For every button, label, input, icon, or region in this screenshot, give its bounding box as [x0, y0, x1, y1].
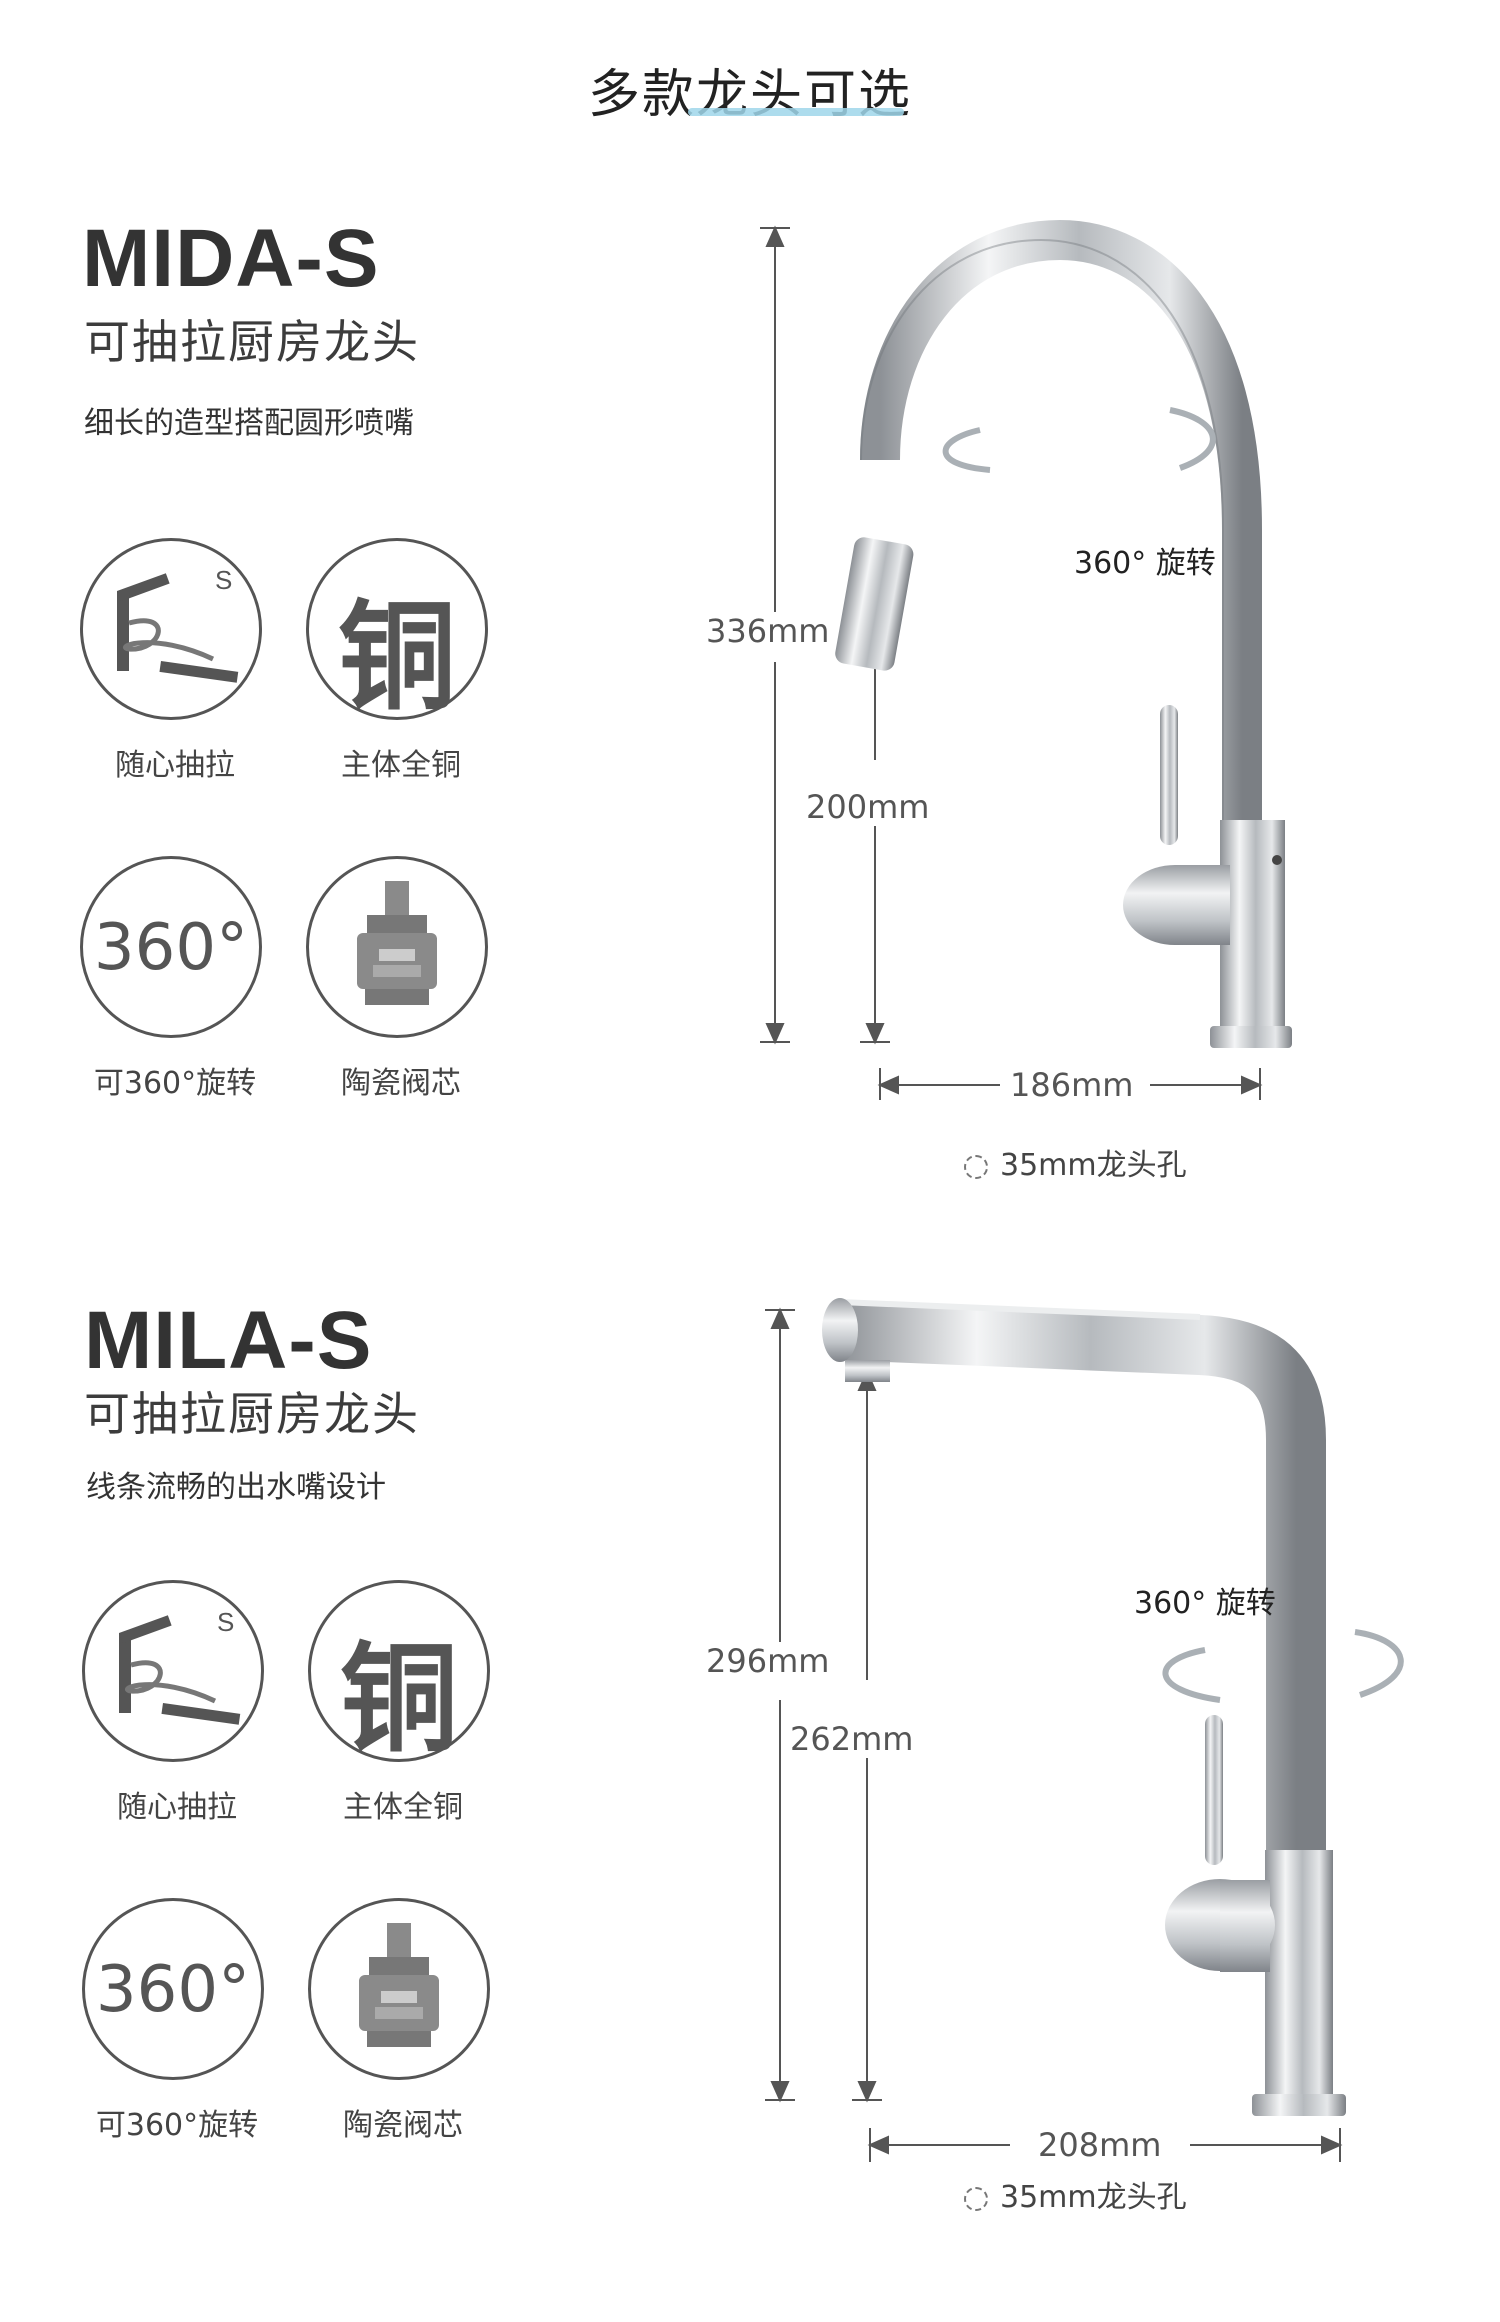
pull-out-faucet-icon: S [80, 538, 262, 720]
rotate-360-icon: 360° [80, 856, 262, 1038]
feature-label: 随心抽拉 [117, 1790, 237, 1825]
hole-icon [964, 2186, 988, 2211]
total-height-label: 336mm [700, 612, 836, 650]
rotation-label: 360° 旋转 [1074, 546, 1216, 581]
ceramic-valve-icon [308, 1898, 490, 2080]
feature-pull-out: S 随心抽拉 [82, 1580, 272, 1826]
feature-ceramic-valve: 陶瓷阀芯 [308, 1898, 498, 2144]
svg-text:S: S [217, 1607, 234, 1637]
reach-label: 186mm [1004, 1066, 1140, 1104]
feature-label: 陶瓷阀芯 [343, 2108, 463, 2143]
faucet-hole-label: 35mm龙头孔 [964, 1140, 1187, 1184]
rotate-360-icon: 360° [82, 1898, 264, 2080]
pull-out-faucet-icon: S [82, 1580, 264, 1762]
feature-label: 随心抽拉 [115, 748, 235, 783]
reach-label: 208mm [1032, 2126, 1168, 2164]
feature-copper: 铜 主体全铜 [308, 1580, 498, 1826]
feature-rotate: 360° 可360°旋转 [82, 1898, 272, 2144]
feature-rotate: 360° 可360°旋转 [80, 856, 270, 1102]
title-underline [688, 108, 904, 116]
feature-copper: 铜 主体全铜 [306, 538, 496, 784]
copper-icon: 铜 [308, 1580, 490, 1768]
ceramic-valve-icon [306, 856, 488, 1038]
total-height-label: 296mm [700, 1642, 836, 1680]
spout-height-label: 200mm [800, 788, 936, 826]
feature-label: 主体全铜 [343, 1790, 463, 1825]
product-description: 细长的造型搭配圆形喷嘴 [84, 406, 414, 441]
spout-height-label: 262mm [784, 1720, 920, 1758]
hole-icon [964, 1154, 988, 1179]
feature-pull-out: S 随心抽拉 [80, 538, 270, 784]
copper-icon: 铜 [306, 538, 488, 726]
product-subtitle: 可抽拉厨房龙头 [84, 1387, 420, 1441]
product-subtitle: 可抽拉厨房龙头 [84, 315, 420, 369]
faucet-hole-label: 35mm龙头孔 [964, 2172, 1187, 2216]
feature-ceramic-valve: 陶瓷阀芯 [306, 856, 496, 1102]
rotation-label: 360° 旋转 [1134, 1586, 1276, 1621]
feature-label: 可360°旋转 [95, 2108, 259, 2143]
feature-label: 陶瓷阀芯 [341, 1066, 461, 1101]
mila-s-faucet-illustration [765, 1298, 1404, 2162]
product-name: MIDA-S [82, 213, 380, 304]
feature-label: 可360°旋转 [93, 1066, 257, 1101]
product-name: MILA-S [84, 1295, 373, 1386]
svg-text:S: S [215, 565, 232, 595]
mida-s-faucet-illustration [760, 219, 1292, 1100]
product-description: 线条流畅的出水嘴设计 [86, 1470, 386, 1505]
feature-label: 主体全铜 [341, 748, 461, 783]
